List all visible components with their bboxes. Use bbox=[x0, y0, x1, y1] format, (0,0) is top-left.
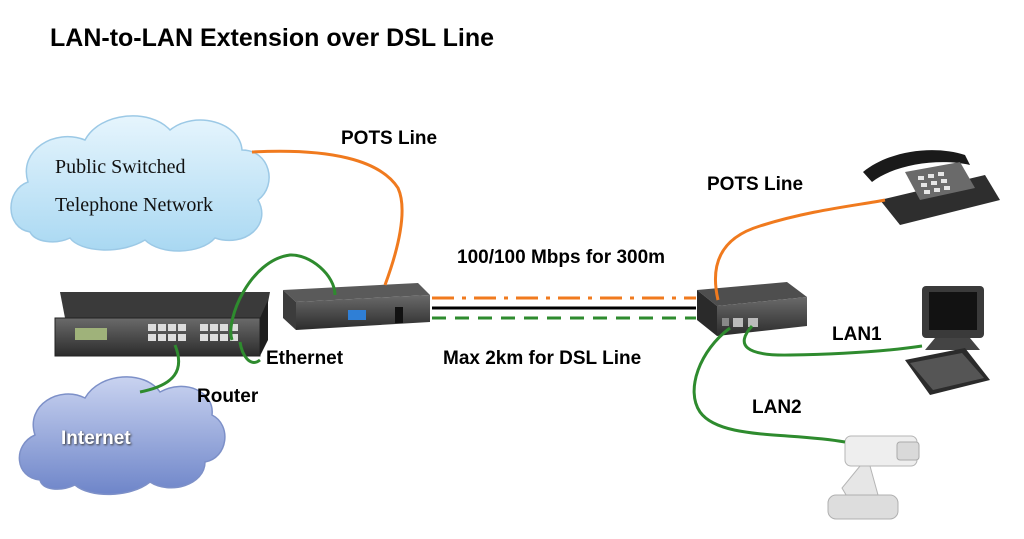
dsl-modem-left-icon bbox=[283, 283, 430, 330]
pots-line-right bbox=[713, 198, 886, 301]
diagram-title: LAN-to-LAN Extension over DSL Line bbox=[50, 24, 495, 52]
ethernet-line-router-modem bbox=[229, 253, 337, 341]
ethernet-line-router-internet bbox=[139, 344, 181, 394]
router-label: Router bbox=[197, 386, 259, 407]
lan1-line bbox=[742, 325, 923, 357]
distance-label: Max 2km for DSL Line bbox=[443, 348, 642, 369]
ethernet-label: Ethernet bbox=[266, 348, 344, 369]
pstn-cloud-icon bbox=[10, 115, 270, 252]
internet-cloud-label: Internet bbox=[61, 428, 131, 449]
telephone-icon bbox=[863, 150, 1000, 225]
pots-line-label-top: POTS Line bbox=[341, 128, 438, 149]
lan2-line bbox=[692, 326, 846, 444]
internet-cloud-icon bbox=[18, 376, 226, 496]
ip-camera-icon bbox=[827, 435, 920, 520]
ethernet-line-router-modem-b bbox=[238, 341, 261, 364]
pots-line-label-right: POTS Line bbox=[707, 174, 804, 195]
dsl-modem-right-icon bbox=[697, 282, 807, 336]
speed-label: 100/100 Mbps for 300m bbox=[457, 247, 666, 268]
lan1-label: LAN1 bbox=[832, 324, 882, 345]
pstn-cloud-label-line1: Public Switched bbox=[55, 156, 186, 178]
computer-icon bbox=[905, 286, 990, 395]
pstn-cloud-label-line2: Telephone Network bbox=[55, 194, 213, 216]
router-device-icon bbox=[54, 292, 270, 357]
lan2-label: LAN2 bbox=[752, 397, 802, 418]
pots-line-left bbox=[251, 149, 404, 286]
